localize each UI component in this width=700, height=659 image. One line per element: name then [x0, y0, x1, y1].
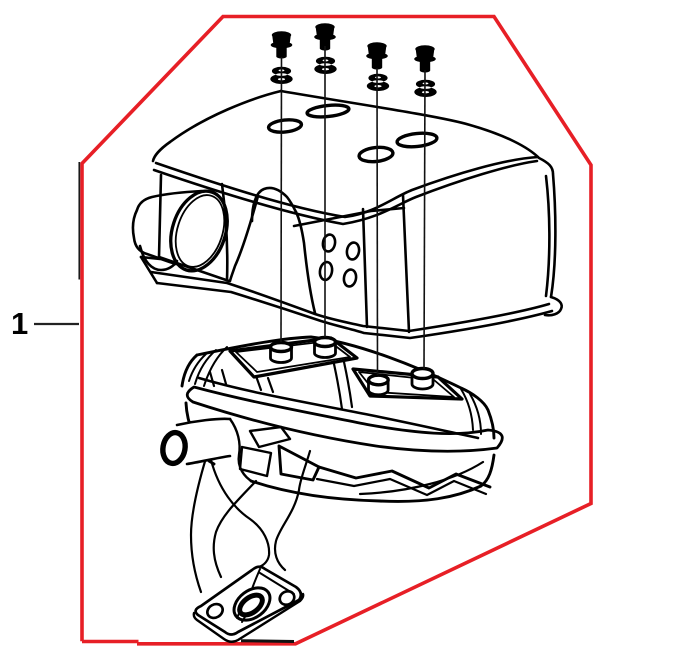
svg-text:1: 1	[11, 306, 28, 341]
